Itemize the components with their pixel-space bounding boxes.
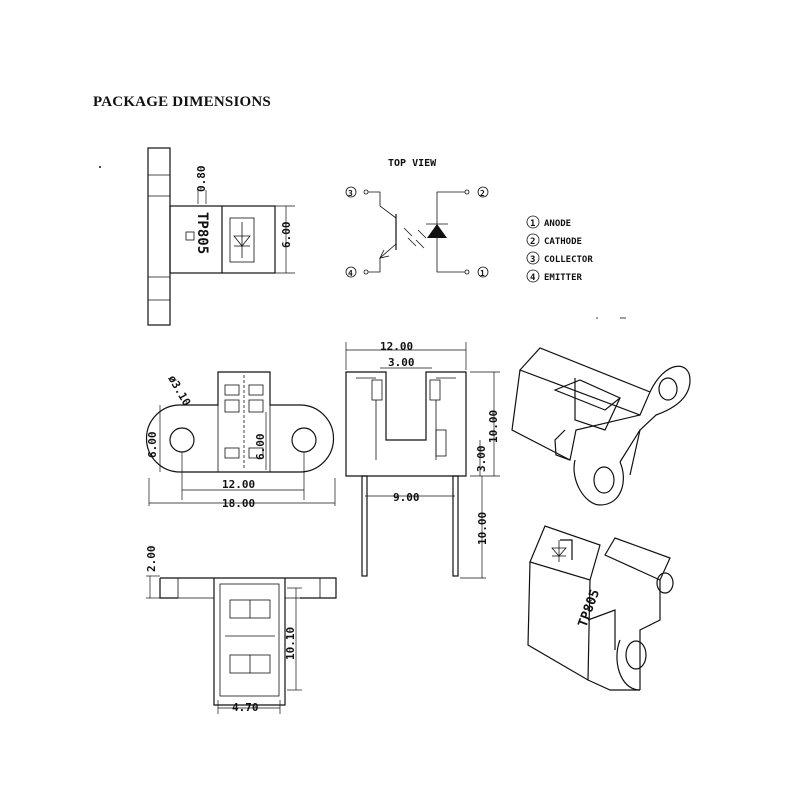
dim-lead-spacing: 9.00 (393, 491, 420, 504)
dim-overall-width: 18.00 (222, 497, 255, 510)
svg-text:3: 3 (348, 189, 353, 198)
isometric-view-top (511, 347, 691, 506)
pin-3-label: COLLECTOR (544, 255, 593, 265)
dim-side-width: 12.00 (380, 340, 413, 353)
svg-text:2: 2 (530, 237, 535, 247)
part-marking-top: TP805 (194, 212, 210, 254)
top-outline-view: 0.80 TP805 6.00 (147, 147, 295, 326)
svg-text:4: 4 (530, 273, 536, 283)
dim-bottom-width: 4.70 (232, 701, 259, 714)
pin-1-label: ANODE (544, 219, 571, 229)
dim-front-height: 6.00 (146, 432, 159, 459)
dim-hole-dia: ø3.10 (165, 373, 193, 408)
svg-text:3: 3 (530, 255, 535, 265)
top-view-title: TOP VIEW (388, 158, 437, 169)
dim-hole-spacing: 12.00 (222, 478, 255, 491)
schematic: TOP VIEW 3 4 2 1 (345, 158, 489, 278)
dim-lead-length: 10.00 (476, 512, 489, 545)
dim-slot-width: 3.00 (388, 356, 415, 369)
svg-text:2: 2 (480, 189, 485, 198)
dim-side-height: 10.00 (487, 410, 500, 443)
pin-legend: 1 ANODE 2 CATHODE 3 COLLECTOR 4 EMITTER (526, 215, 593, 283)
side-view: 12.00 3.00 10.00 3.00 9.00 10.00 (345, 340, 500, 579)
dim-body-height: 6.00 (280, 222, 293, 249)
bottom-view: 2.00 10.10 4.70 (145, 546, 337, 714)
dim-slot-depth: 3.00 (475, 446, 488, 473)
page-title: PACKAGE DIMENSIONS (93, 94, 271, 110)
dim-center-height: 6.00 (254, 434, 267, 461)
front-view: ø3.10 6.00 6.00 12.00 18.00 (145, 371, 336, 510)
svg-text:4: 4 (348, 269, 353, 278)
svg-text:1: 1 (530, 219, 535, 229)
pin-4-label: EMITTER (544, 273, 583, 283)
dim-flange-thickness: 2.00 (145, 546, 158, 573)
dim-pin-width: 0.80 (195, 166, 208, 193)
part-marking-iso: TP805 (576, 587, 603, 629)
isometric-view-bottom: TP805 (527, 525, 674, 691)
dim-bottom-length: 10.10 (284, 627, 297, 660)
pin-2-label: CATHODE (544, 237, 582, 247)
svg-text:1: 1 (480, 269, 485, 278)
diode-marking-icon (229, 217, 255, 263)
